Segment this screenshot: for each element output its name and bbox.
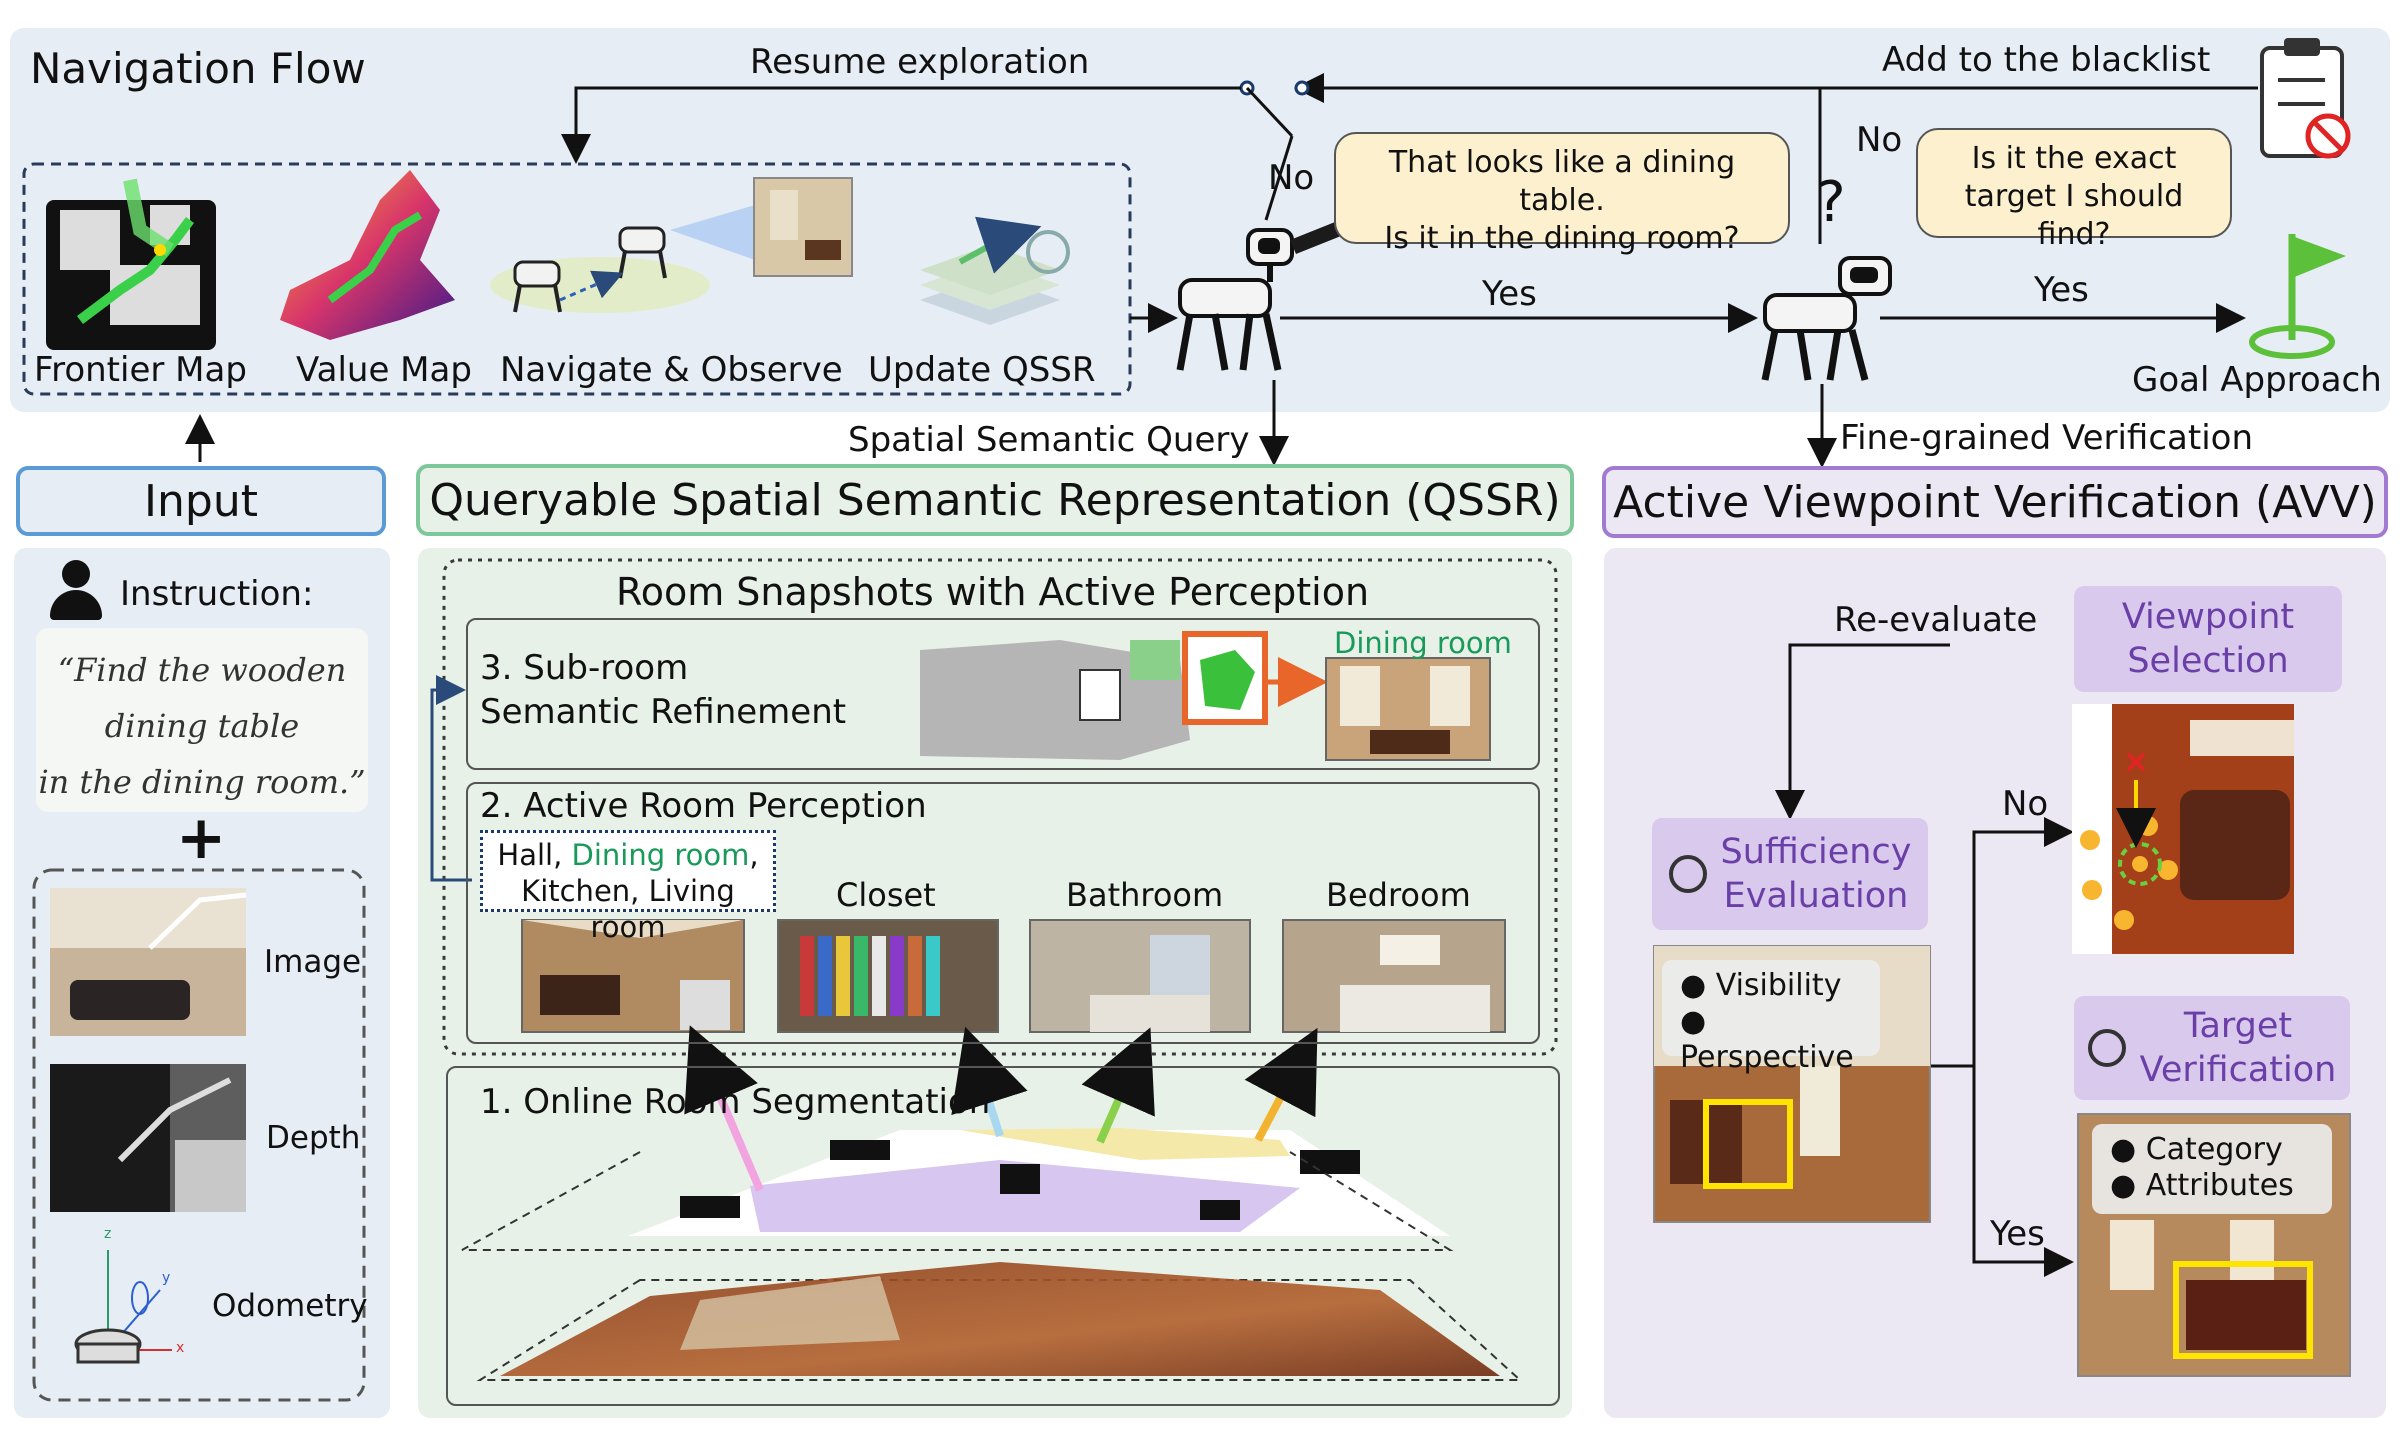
sufficiency-line: Sufficiency <box>1720 832 1912 872</box>
bullet-perspective: Perspective <box>1680 1040 1854 1075</box>
instruction-line: “Find the wooden <box>57 651 347 689</box>
instruction-line: in the dining room.” <box>38 763 366 801</box>
sub-room-refinement-panel <box>466 618 1540 770</box>
update-qssr-graphic <box>920 216 1070 325</box>
bubble-line: That looks like a dining table. <box>1388 145 1736 218</box>
speech-bubble-dining: That looks like a dining table. Is it in… <box>1334 132 1790 256</box>
image-label: Image <box>264 944 362 980</box>
robot-dog-right <box>1761 256 1892 381</box>
online-room-segmentation-panel <box>446 1066 1560 1406</box>
sub-room-line: Semantic Refinement <box>480 692 847 732</box>
room-photo-bedroom <box>1282 919 1506 1033</box>
bullet-category: Category <box>2145 1132 2283 1167</box>
bathroom-label: Bathroom <box>1066 876 1224 914</box>
target-verification-box: Target Verification <box>2074 996 2350 1100</box>
active-room-perception-panel <box>466 782 1540 1044</box>
instruction-line: dining table <box>104 707 300 745</box>
closet-label: Closet <box>836 876 936 914</box>
step-update-qssr: Update QSSR <box>868 350 1096 390</box>
frontier-map-graphic <box>46 178 216 350</box>
speech-bubble-target: Is it the exact target I should find? <box>1916 128 2232 252</box>
axis-z-label: z <box>104 1226 112 1242</box>
odometry-icon <box>74 1250 172 1364</box>
chatgpt-icon <box>2087 1029 2126 1067</box>
dining-room-photo <box>1325 657 1491 761</box>
resume-exploration-label: Resume exploration <box>750 42 1090 82</box>
depth-label: Depth <box>266 1120 361 1156</box>
viewpoint-candidates <box>2080 752 2178 930</box>
qssr-title: Queryable Spatial Semantic Representatio… <box>416 464 1574 536</box>
seg-title: 1. Online Room Segmentation <box>480 1082 991 1122</box>
robot-dog-left <box>1176 210 1362 371</box>
reevaluate-label: Re-evaluate <box>1834 600 2038 640</box>
room-segmentation-map <box>628 1128 1450 1236</box>
viewpoint-topdown-image <box>2072 704 2294 954</box>
spatial-semantic-query-label: Spatial Semantic Query <box>848 420 1250 460</box>
bullet-visibility: Visibility <box>1715 968 1842 1003</box>
instruction-text-box: “Find the wooden dining table in the din… <box>36 628 368 812</box>
bubble-line: target I should find? <box>1964 179 2184 252</box>
axis-x-label: x <box>176 1340 185 1356</box>
goal-flag-icon <box>2249 234 2346 359</box>
input-depth-image <box>50 1064 246 1212</box>
bullet-attributes: Attributes <box>2145 1168 2294 1203</box>
nav-steps-box <box>22 162 1132 396</box>
sub-room-title: 3. Sub-room Semantic Refinement <box>480 646 846 734</box>
sub-room-line: 3. Sub-room <box>480 648 689 688</box>
bedroom-label: Bedroom <box>1326 876 1471 914</box>
textured-3d-map <box>476 1262 1523 1381</box>
no-label-left: No <box>1268 158 1315 198</box>
chatgpt-icon <box>1668 855 1707 893</box>
bubble-line: Is it in the dining room? <box>1384 221 1740 256</box>
hall-prefix: Hall, <box>497 838 572 872</box>
room-photo-hall <box>521 919 745 1033</box>
goal-approach-label: Goal Approach <box>2132 360 2382 400</box>
viewpoint-line: Selection <box>2127 641 2289 681</box>
dining-room-label: Dining room <box>1334 626 1512 660</box>
arp-title: 2. Active Room Perception <box>480 786 927 826</box>
room-photo-bathroom <box>1029 919 1251 1033</box>
hall-label-box: Hall, Dining room, Kitchen, Living room <box>480 830 776 944</box>
yes-label-right: Yes <box>2034 270 2089 310</box>
axis-y-label: y <box>162 1270 171 1286</box>
target-bullets: ● Category ● Attributes <box>2092 1124 2332 1214</box>
sub-room-map <box>920 631 1328 760</box>
navigate-observe-graphic <box>490 177 853 313</box>
odometry-label: Odometry <box>212 1288 368 1324</box>
viewpoint-line: Viewpoint <box>2121 597 2295 637</box>
viewpoint-selection-box: Viewpoint Selection <box>2074 586 2342 692</box>
sufficiency-evaluation-box: Sufficiency Evaluation <box>1652 818 1928 930</box>
input-rgb-image <box>50 888 247 1036</box>
plus-icon: + <box>176 803 227 873</box>
sufficiency-bullets: ● Visibility ● Perspective <box>1662 960 1880 1075</box>
avv-yes-label: Yes <box>1990 1214 2045 1254</box>
nav-flow-title: Navigation Flow <box>30 44 366 93</box>
hall-dining-room: Dining room <box>571 838 750 872</box>
target-line: Target <box>2183 1006 2293 1046</box>
avv-no-label: No <box>2002 784 2049 824</box>
blacklist-clipboard-icon <box>2260 38 2351 159</box>
step-navigate-observe: Navigate & Observe <box>500 350 843 390</box>
user-icon <box>46 560 106 620</box>
avv-title: Active Viewpoint Verification (AVV) <box>1602 466 2388 538</box>
hall-line2: Kitchen, Living room <box>521 874 735 944</box>
sufficiency-line: Evaluation <box>1723 876 1909 916</box>
yes-label-left: Yes <box>1482 274 1537 314</box>
bubble-line: Is it the exact <box>1971 141 2177 176</box>
no-label-right: No <box>1856 120 1903 160</box>
hall-comma: , <box>749 838 759 872</box>
fine-grained-verification-label: Fine-grained Verification <box>1840 418 2253 458</box>
question-mark-icon: ? <box>1816 170 1846 235</box>
step-frontier-map: Frontier Map <box>34 350 247 390</box>
value-map-graphic <box>280 170 455 340</box>
blacklist-label: Add to the blacklist <box>1882 40 2211 80</box>
room-photo-closet <box>777 919 999 1033</box>
step-value-map: Value Map <box>296 350 472 390</box>
target-line: Verification <box>2139 1050 2337 1090</box>
input-title: Input <box>16 466 386 536</box>
instruction-label: Instruction: <box>120 574 314 614</box>
room-snapshots-heading: Room Snapshots with Active Perception <box>616 570 1370 614</box>
